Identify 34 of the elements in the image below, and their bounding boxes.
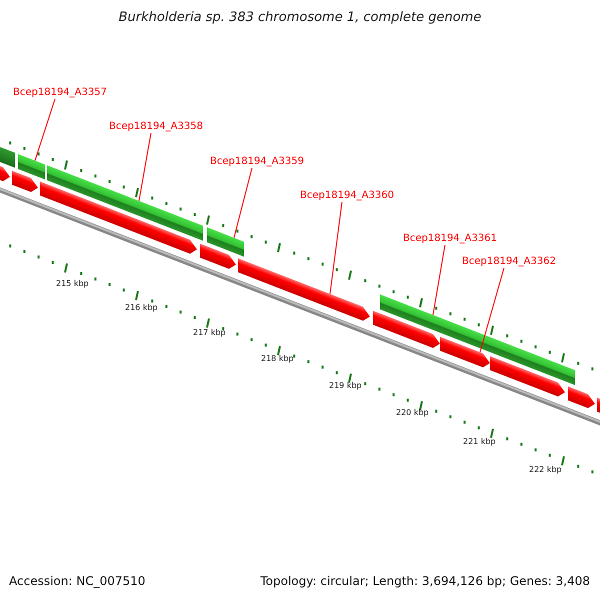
tick-label: 222 kbp — [529, 465, 562, 474]
tick-label: 219 kbp — [329, 381, 362, 390]
accession-text: Accession: NC_007510 — [9, 574, 146, 588]
gene-label: Bcep18194_A3357 — [13, 87, 107, 98]
gene-block — [200, 244, 236, 269]
tick-label: 220 kbp — [396, 408, 429, 417]
gene-block — [440, 336, 490, 368]
leader-line — [34, 98, 56, 162]
tick-label: 218 kbp — [261, 354, 294, 363]
leader-line — [138, 132, 152, 202]
gene-block — [12, 170, 38, 192]
tick-label: 215 kbp — [56, 279, 89, 288]
gene-bar — [47, 165, 203, 241]
gene-label: Bcep18194_A3359 — [210, 156, 304, 167]
tick-label: 216 kbp — [125, 303, 158, 312]
gene-block — [490, 356, 565, 396]
leader-line — [480, 268, 504, 353]
gene-block — [238, 258, 370, 321]
gene-bar — [207, 227, 244, 257]
leader-line — [234, 168, 252, 238]
tick-label: 217 kbp — [193, 328, 226, 337]
map-title: Burkholderia sp. 383 chromosome 1, complete genome — [118, 10, 482, 25]
gene-block — [568, 386, 595, 408]
gene-block — [373, 310, 440, 348]
gene-label: Bcep18194_A3360 — [300, 190, 394, 201]
leader-line — [432, 244, 446, 316]
gene-label: Bcep18194_A3358 — [109, 121, 203, 132]
genome-info-text: Topology: circular; Length: 3,694,126 bp; Genes: 3,408 — [260, 574, 590, 588]
gene-bar — [18, 154, 45, 180]
leader-line — [329, 202, 342, 295]
tick-label: 221 kbp — [463, 437, 496, 446]
gene-label: Bcep18194_A3361 — [403, 233, 497, 244]
gene-block — [40, 182, 197, 254]
gene-label: Bcep18194_A3362 — [462, 256, 556, 267]
